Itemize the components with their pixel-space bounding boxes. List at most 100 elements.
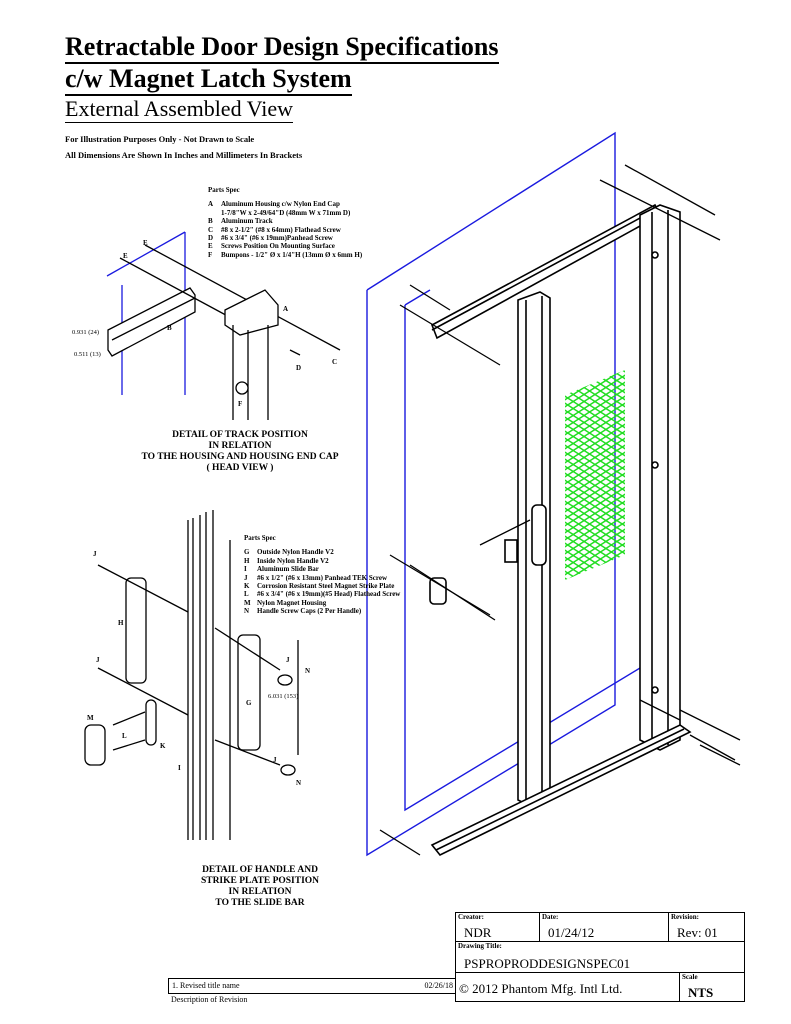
caption-line: IN RELATION — [228, 887, 292, 897]
caption-line: TO THE HOUSING AND HOUSING END CAP — [141, 452, 339, 462]
document-title-line2: c/w Magnet Latch System — [65, 64, 352, 96]
mesh-strand — [565, 504, 625, 551]
caption-line: STRIKE PLATE POSITION — [200, 876, 320, 886]
caption-line: IN RELATION — [208, 441, 272, 451]
parts-spec-heading: Parts Spec — [208, 186, 240, 194]
scale-cell: Scale NTS — [679, 972, 745, 1002]
part-key: F — [208, 250, 213, 259]
date-label: Date: — [542, 913, 559, 921]
mesh-strand — [565, 434, 625, 481]
mesh-strand — [565, 441, 625, 488]
mesh-strand — [565, 490, 625, 537]
handle-detail-labels: J J J J H G M L K I N N 6.031 (153) — [87, 550, 310, 787]
revision-value: Rev: 01 — [677, 925, 718, 940]
handle — [531, 504, 547, 566]
part-description: Inside Nylon Handle V2 — [257, 556, 329, 565]
label-j4: J — [273, 756, 277, 764]
mesh-strand — [565, 567, 625, 580]
part-description: Screws Position On Mounting Surface — [221, 242, 335, 251]
part-key: J — [244, 573, 248, 582]
parts-spec-item: I Aluminum Slide Bar — [244, 565, 400, 573]
mesh-strand — [565, 406, 625, 453]
part-description: #6 x 3/4" (#6 x 19mm)Panhead Screw — [221, 234, 333, 243]
mesh-strand — [560, 309, 630, 354]
dimension-track-depth: 0.511 (13) — [74, 351, 101, 358]
dimension-handle-length: 6.031 (153) — [268, 693, 298, 700]
head-detail-caption: DETAIL OF TRACK POSITION IN RELATION TO … — [140, 430, 340, 474]
handle-detail-caption: DETAIL OF HANDLE AND STRIKE PLATE POSITI… — [160, 865, 360, 909]
mesh-strand — [560, 295, 630, 340]
label-j2: J — [96, 656, 100, 664]
part-description: Bumpons - 1/2" Ø x 1/4"H (13mm Ø x 6mm H… — [221, 250, 363, 259]
creator-value: NDR — [464, 925, 492, 940]
document-subtitle: External Assembled View — [65, 96, 294, 123]
mesh-strand — [565, 574, 625, 580]
part-key: M — [244, 598, 251, 607]
mesh-strand — [565, 370, 625, 376]
mounting-plane-lines — [366, 131, 641, 857]
door-assembly — [429, 203, 692, 857]
label-h: H — [118, 619, 124, 627]
mesh-strand — [560, 316, 630, 361]
label-d: D — [296, 364, 301, 372]
revision-log-row: 1. Revised title name 02/26/18 — [168, 978, 456, 994]
label-l: L — [122, 732, 127, 740]
drawing-title-value: PSPROPRODDESIGNSPEC01 — [464, 956, 631, 971]
housing — [639, 204, 681, 751]
revision-date: 02/26/18 — [424, 981, 453, 990]
caption-line: DETAIL OF HANDLE AND — [202, 865, 318, 875]
mesh-strand — [565, 392, 625, 439]
date-cell: Date: 01/24/12 — [539, 912, 669, 942]
dimension-track-height: 0.931 (24) — [72, 329, 99, 336]
part-key: L — [244, 590, 249, 599]
parts-spec-item: J#6 x 1/2" (#6 x 13mm) Panhead TEK Screw — [244, 574, 400, 582]
head-detail-labels: E E B A D C F 0.931 (24) 0.511 (13) — [72, 239, 337, 408]
label-j3: J — [286, 656, 290, 664]
caption-line: TO THE SLIDE BAR — [215, 898, 305, 908]
magnet-housing — [429, 577, 447, 605]
screw-leader-lines — [379, 164, 741, 856]
part-key: K — [244, 582, 250, 591]
part-key: D — [208, 234, 214, 243]
part-description: Corrosion Resistant Steel Magnet Strike … — [257, 582, 395, 591]
mesh-strand — [565, 462, 625, 509]
mesh-strand — [565, 427, 625, 474]
revision-label: Revision: — [671, 913, 699, 921]
part-key: E — [208, 242, 213, 251]
scale-value: NTS — [688, 985, 714, 1000]
parts-spec-item: F Bumpons - 1/2" Ø x 1/4"H (13mm Ø x 6mm … — [208, 251, 362, 259]
date-value: 01/24/12 — [548, 925, 595, 940]
mesh-strand — [560, 302, 630, 347]
label-c: C — [332, 358, 337, 366]
mesh-strand — [565, 370, 625, 397]
head-detail — [106, 231, 341, 420]
drawing-title-label: Drawing Title: — [458, 942, 502, 950]
mesh-strand — [560, 309, 630, 354]
part-description: Aluminum Slide Bar — [257, 565, 319, 574]
mesh-strand — [565, 553, 625, 580]
revision-cell: Revision: Rev: 01 — [668, 912, 745, 942]
label-b: B — [167, 324, 172, 332]
label-e: E — [123, 252, 128, 260]
mesh-strand — [565, 574, 625, 580]
part-key: C — [208, 225, 214, 234]
parts-spec-item: L#6 x 3/4" (#6 x 19mm)(#5 Head) Flathead… — [244, 590, 400, 598]
label-n2: N — [296, 779, 301, 787]
screen-mesh — [560, 295, 630, 580]
part-key: A — [208, 200, 214, 209]
mesh-strand — [565, 455, 625, 502]
part-key: I — [244, 565, 247, 574]
label-i: I — [178, 764, 181, 772]
mesh-strand — [565, 385, 625, 432]
drawing-title-cell: Drawing Title: PSPROPRODDESIGNSPEC01 — [455, 941, 745, 973]
mesh-strand — [560, 302, 630, 347]
mesh-strand — [560, 323, 630, 368]
label-n1: N — [305, 667, 310, 675]
strike-plate — [504, 539, 518, 563]
note-dimensions: All Dimensions Are Shown In Inches and M… — [65, 150, 303, 160]
copyright-text: © 2012 Phantom Mfg. Intl Ltd. — [459, 981, 623, 996]
parts-spec-item: K Corrosion Resistant Steel Magnet Strike… — [244, 582, 400, 590]
